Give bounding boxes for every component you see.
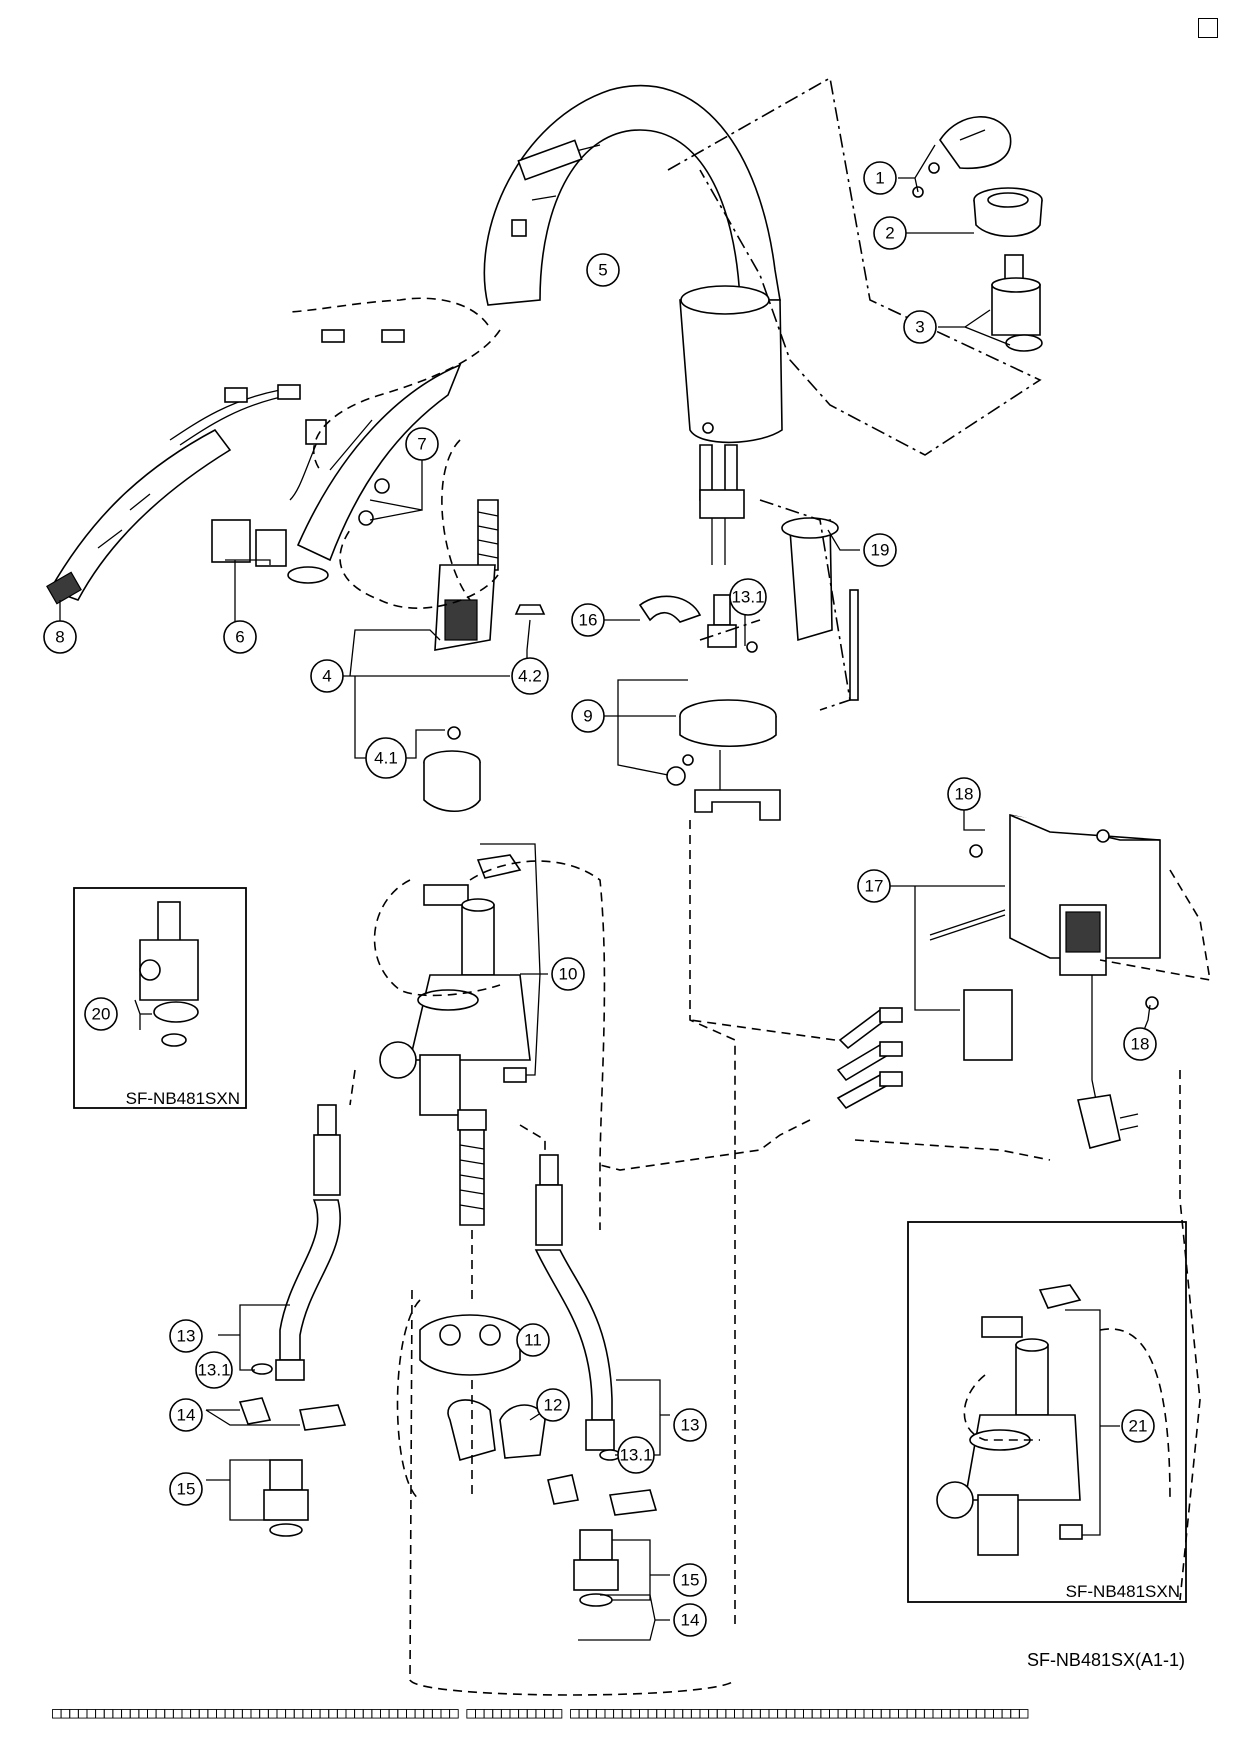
svg-text:19: 19 bbox=[871, 541, 890, 560]
supply-hose-left bbox=[238, 1104, 347, 1537]
svg-text:14: 14 bbox=[681, 1611, 700, 1630]
svg-text:5: 5 bbox=[598, 261, 607, 280]
power-cord bbox=[1077, 975, 1139, 1149]
callout-1: 1 bbox=[863, 161, 897, 195]
callout-9: 9 bbox=[571, 699, 605, 733]
sensor-wires bbox=[169, 329, 405, 446]
callout-10: 10 bbox=[551, 957, 585, 991]
svg-text:10: 10 bbox=[559, 965, 578, 984]
svg-text:15: 15 bbox=[177, 1480, 196, 1499]
callout-5: 5 bbox=[586, 253, 620, 287]
callout-18-top: 18 bbox=[947, 777, 981, 811]
callout-16: 16 bbox=[571, 603, 605, 637]
callout-4-2: 4.2 bbox=[511, 657, 549, 695]
svg-text:1: 1 bbox=[875, 169, 884, 188]
svg-text:13: 13 bbox=[177, 1327, 196, 1346]
callout-3: 3 bbox=[903, 310, 937, 344]
svg-text:9: 9 bbox=[583, 707, 592, 726]
callout-4: 4 bbox=[310, 659, 344, 693]
supply-hose-right bbox=[534, 1154, 658, 1607]
callout-4-1: 4.1 bbox=[365, 737, 407, 779]
callout-2: 2 bbox=[873, 216, 907, 250]
valve-13-1 bbox=[707, 594, 758, 653]
callout-14-left: 14 bbox=[169, 1398, 203, 1432]
supply-hose-center bbox=[457, 1109, 487, 1226]
inset-left-label: SF-NB481SXN bbox=[126, 1089, 240, 1108]
svg-text:18: 18 bbox=[955, 785, 974, 804]
model-code: SF-NB481SX(A1-1) bbox=[1027, 1650, 1185, 1670]
svg-text:8: 8 bbox=[55, 628, 64, 647]
svg-text:16: 16 bbox=[579, 611, 598, 630]
callout-7: 7 bbox=[405, 427, 439, 461]
callout-15-left: 15 bbox=[169, 1472, 203, 1506]
inset-right-label: SF-NB481SXN bbox=[1066, 1582, 1180, 1601]
svg-text:14: 14 bbox=[177, 1406, 196, 1425]
spout-cover bbox=[296, 363, 462, 562]
cable-tie-and-label bbox=[929, 909, 1013, 1061]
cartridge bbox=[991, 254, 1043, 352]
nuts-and-washers bbox=[358, 478, 390, 526]
svg-text:18: 18 bbox=[1131, 1035, 1150, 1054]
callout-13-1-left: 13.1 bbox=[195, 1351, 233, 1389]
callout-18-bottom: 18 bbox=[1123, 1027, 1157, 1061]
callout-13-left: 13 bbox=[169, 1319, 203, 1353]
svg-text:13.1: 13.1 bbox=[619, 1446, 652, 1465]
control-box bbox=[969, 813, 1161, 1010]
callout-14-right: 14 bbox=[673, 1603, 707, 1637]
spout-hoses bbox=[699, 444, 745, 565]
corner-checkbox-mark bbox=[1198, 18, 1218, 38]
footer-strip: □□□□□□□□□□□□□□□□□□□□□□□□□□□□□□□□□□□□□□□□… bbox=[52, 1703, 1029, 1722]
svg-text:6: 6 bbox=[235, 628, 244, 647]
callout-20: 20 bbox=[84, 997, 118, 1031]
callout-15-right: 15 bbox=[673, 1563, 707, 1597]
svg-text:4.2: 4.2 bbox=[518, 667, 542, 686]
svg-text:12: 12 bbox=[544, 1396, 563, 1415]
svg-text:20: 20 bbox=[92, 1005, 111, 1024]
callout-13-right: 13 bbox=[673, 1408, 707, 1442]
inset-right: SF-NB481SXN bbox=[907, 1221, 1187, 1603]
cap-nut bbox=[973, 187, 1043, 237]
pullout-hose bbox=[423, 499, 546, 812]
inset-left: SF-NB481SXN bbox=[73, 887, 247, 1109]
svg-text:4: 4 bbox=[322, 667, 331, 686]
svg-text:11: 11 bbox=[524, 1331, 542, 1350]
valve-unit bbox=[379, 854, 531, 1116]
callout-13-1-top: 13.1 bbox=[729, 578, 767, 616]
callout-13-1-right: 13.1 bbox=[617, 1436, 655, 1474]
svg-text:7: 7 bbox=[417, 435, 426, 454]
svg-text:15: 15 bbox=[681, 1571, 700, 1590]
callout-19: 19 bbox=[863, 533, 897, 567]
clip-16 bbox=[638, 595, 702, 623]
harness-connectors bbox=[836, 1007, 903, 1110]
faucet-spout bbox=[483, 84, 783, 444]
svg-text:2: 2 bbox=[885, 224, 894, 243]
callout-21: 21 bbox=[1121, 1409, 1155, 1443]
svg-text:4.1: 4.1 bbox=[374, 749, 398, 768]
svg-text:21: 21 bbox=[1129, 1417, 1148, 1436]
hose-clamp-12 bbox=[447, 1399, 546, 1461]
connector-pair bbox=[211, 419, 329, 584]
lever-handle bbox=[912, 116, 1012, 198]
svg-text:13.1: 13.1 bbox=[731, 588, 764, 607]
callout-12: 12 bbox=[536, 1388, 570, 1422]
routing-lines bbox=[289, 76, 1211, 1696]
svg-text:13: 13 bbox=[681, 1416, 700, 1435]
svg-text:3: 3 bbox=[915, 318, 924, 337]
callout-17: 17 bbox=[857, 869, 891, 903]
sensor-panel bbox=[46, 428, 232, 605]
svg-text:13.1: 13.1 bbox=[197, 1361, 230, 1380]
callout-6: 6 bbox=[223, 620, 257, 654]
hose-spacer-11 bbox=[419, 1314, 521, 1376]
svg-text:17: 17 bbox=[865, 877, 884, 896]
callout-11: 11 bbox=[516, 1323, 550, 1357]
callout-8: 8 bbox=[43, 620, 77, 654]
mounting-nut-9 bbox=[666, 699, 781, 821]
bracket-19 bbox=[781, 517, 859, 701]
